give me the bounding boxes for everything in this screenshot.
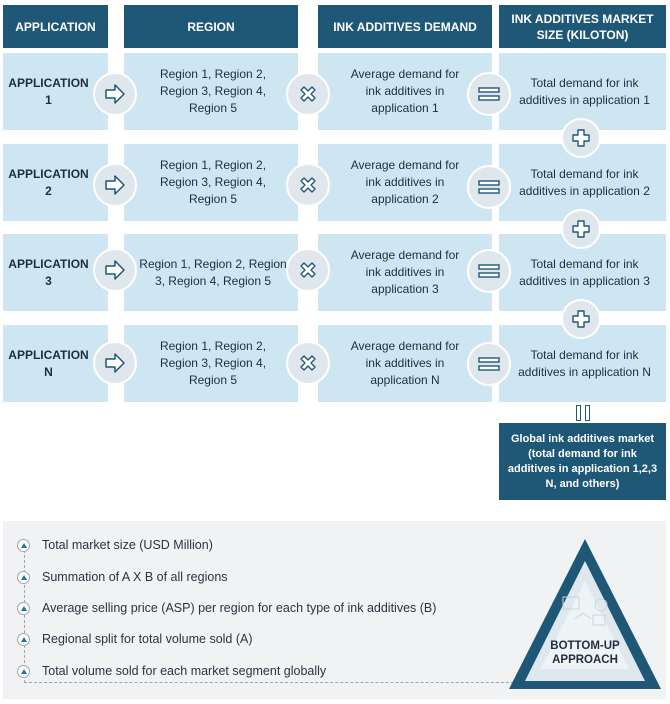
header-application: APPLICATION bbox=[3, 5, 108, 48]
demand-1-cell: Average demand for ink additives in appl… bbox=[318, 53, 492, 130]
step-item: Summation of A X B of all regions bbox=[17, 567, 228, 587]
total-1-cell: Total demand for ink additives in applic… bbox=[499, 53, 666, 130]
global-market-box: Global ink additives market (total deman… bbox=[499, 423, 666, 500]
arrow-right-icon bbox=[93, 248, 137, 292]
bottom-up-panel: Total market size (USD Million) Summatio… bbox=[3, 521, 666, 699]
header-demand: INK ADDITIVES DEMAND bbox=[318, 5, 492, 48]
header-region: REGION bbox=[124, 5, 298, 48]
pyramid-icon: BOTTOM-UP APPROACH bbox=[505, 535, 665, 693]
multiply-icon bbox=[286, 341, 330, 385]
plus-icon bbox=[561, 118, 601, 158]
application-n-cell: APPLICATION N bbox=[3, 325, 108, 402]
demand-n-cell: Average demand for ink additives in appl… bbox=[318, 325, 492, 402]
region-3-cell: Region 1, Region 2, Region 3, Region 4, … bbox=[124, 234, 298, 311]
application-2-cell: APPLICATION 2 bbox=[3, 144, 108, 221]
step-label: Average selling price (ASP) per region f… bbox=[42, 601, 437, 615]
arrow-right-icon bbox=[93, 341, 137, 385]
plus-icon bbox=[561, 299, 601, 339]
equals-icon bbox=[467, 249, 511, 293]
steps-baseline bbox=[24, 682, 529, 683]
approach-label: BOTTOM-UP APPROACH bbox=[550, 640, 620, 666]
triangle-bullet-icon bbox=[17, 601, 30, 615]
equals-icon bbox=[467, 72, 511, 116]
application-3-cell: APPLICATION 3 bbox=[3, 234, 108, 311]
arrow-right-icon bbox=[93, 72, 137, 116]
triangle-bullet-icon bbox=[17, 664, 30, 678]
arrow-right-icon bbox=[93, 163, 137, 207]
step-item: Total volume sold for each market segmen… bbox=[17, 661, 326, 681]
multiply-icon bbox=[286, 163, 330, 207]
region-n-cell: Region 1, Region 2, Region 3, Region 4, … bbox=[124, 325, 298, 402]
multiply-icon bbox=[286, 72, 330, 116]
plus-icon bbox=[561, 209, 601, 249]
step-label: Total market size (USD Million) bbox=[42, 538, 213, 552]
region-1-cell: Region 1, Region 2, Region 3, Region 4, … bbox=[124, 53, 298, 130]
triangle-bullet-icon bbox=[17, 632, 30, 646]
steps-list: Total market size (USD Million) Summatio… bbox=[3, 521, 529, 699]
parallel-lines-icon bbox=[576, 405, 590, 421]
equals-icon bbox=[467, 165, 511, 209]
application-1-cell: APPLICATION 1 bbox=[3, 53, 108, 130]
demand-3-cell: Average demand for ink additives in appl… bbox=[318, 234, 492, 311]
step-label: Regional split for total volume sold (A) bbox=[42, 632, 253, 646]
step-item: Regional split for total volume sold (A) bbox=[17, 629, 253, 649]
step-label: Summation of A X B of all regions bbox=[42, 570, 228, 584]
header-market-size: INK ADDITIVES MARKET SIZE (KILOTON) bbox=[499, 5, 666, 48]
step-item: Average selling price (ASP) per region f… bbox=[17, 598, 436, 618]
step-item: Total market size (USD Million) bbox=[17, 535, 213, 555]
region-2-cell: Region 1, Region 2, Region 3, Region 4, … bbox=[124, 144, 298, 221]
triangle-bullet-icon bbox=[17, 570, 30, 584]
demand-2-cell: Average demand for ink additives in appl… bbox=[318, 144, 492, 221]
multiply-icon bbox=[286, 248, 330, 292]
step-label: Total volume sold for each market segmen… bbox=[42, 664, 327, 678]
equals-icon bbox=[467, 342, 511, 386]
triangle-bullet-icon bbox=[17, 538, 30, 552]
